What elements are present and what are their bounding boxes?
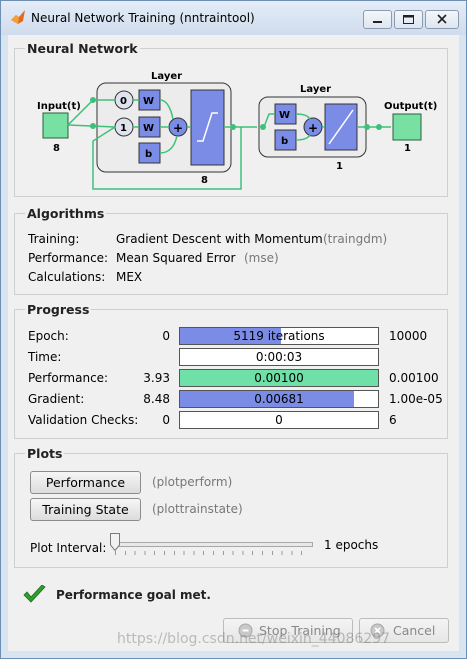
calculations-value: MEX [116,270,143,284]
epoch-start: 0 [162,329,170,343]
purelin-line [328,109,354,145]
hidden-layer-size: 8 [201,175,208,186]
algorithms-title: Algorithms [25,206,107,221]
stop-icon [238,623,253,638]
watermark-text: https://blog.csdn.net/weixin_44086297 [117,631,391,647]
training-state-plot-function: (plottrainstate) [152,502,243,516]
performance-plot-function: (plotperform) [152,475,233,489]
performance-bar: 0.00100 [179,369,379,387]
gradient-bar: 0.00681 [179,390,379,408]
window-title: Neural Network Training (nntraintool) [31,11,255,25]
input-block [42,112,69,139]
progress-title: Progress [25,302,92,317]
time-bar: 0:00:03 [179,348,379,366]
gradient-end: 1.00e-05 [389,392,443,406]
performance-plot-button[interactable]: Performance [30,471,141,494]
plots-title: Plots [25,446,65,461]
gradient-bar-text: 0.00681 [254,392,304,406]
training-value: Gradient Descent with Momentum [116,232,323,246]
input-size: 8 [53,143,60,154]
cancel-label: Cancel [393,623,436,638]
epoch-bar-text: 5119 iterations [233,329,325,343]
plot-interval-value: 1 epochs [324,538,379,552]
matlab-logo-icon [11,10,25,24]
hidden-bias-label: b [145,149,152,160]
calculations-label: Calculations: [28,270,106,284]
tansig-curve [197,112,218,142]
plot-interval-slider[interactable] [115,542,313,547]
output-block [392,113,422,141]
minimize-button[interactable] [363,10,392,29]
output-weight-label: W [279,110,290,121]
delay-0-label: 0 [120,96,127,107]
delay-1-label: 1 [120,123,127,134]
output-connections [263,113,391,141]
gradient-start: 8.48 [143,392,170,406]
plot-interval-slider-thumb[interactable] [110,533,120,551]
validation-end: 6 [389,413,397,427]
epoch-end: 10000 [389,329,428,343]
stop-training-label: Stop Training [259,623,341,638]
validation-start: 0 [162,413,170,427]
plot-interval-ticks [115,551,311,555]
close-icon [437,14,447,24]
output-layer-size: 1 [336,161,343,172]
training-state-plot-button[interactable]: Training State [30,498,141,521]
time-bar-text: 0:00:03 [255,350,303,364]
validation-bar-text: 0 [275,413,283,427]
close-button[interactable] [425,10,459,29]
performance-progress-label: Performance: [28,371,109,385]
gradient-bar-fill [180,391,355,407]
output-layer-title: Layer [300,84,331,95]
hidden-sum-label: + [173,121,183,135]
validation-bar: 0 [179,411,379,429]
performance-bar-text: 0.00100 [254,371,304,385]
plot-interval-label: Plot Interval: [30,541,107,555]
gradient-label: Gradient: [28,392,85,406]
performance-start: 3.93 [143,371,170,385]
cancel-icon [370,623,385,638]
time-label: Time: [28,350,62,364]
minimize-icon [373,21,382,23]
status-message: Performance goal met. [56,588,211,602]
cancel-button[interactable]: Cancel [359,618,449,643]
training-function: (traingdm) [323,232,388,246]
output-sum-label: + [308,121,318,135]
network-diagram: Input(t) 8 Layer 8 0 1 W W b + [37,71,437,190]
algorithms-group [14,213,448,295]
hidden-weight-2-label: W [143,123,154,134]
performance-end: 0.00100 [389,371,439,385]
output-bias-label: b [281,136,288,147]
maximize-icon [403,15,414,24]
validation-label: Validation Checks: [28,413,139,427]
stop-training-button[interactable]: Stop Training [223,618,353,643]
epoch-label: Epoch: [28,329,69,343]
performance-label: Performance: [28,251,109,265]
performance-bar-fill [180,370,378,386]
title-bar[interactable]: Neural Network Training (nntraintool) [1,1,466,35]
checkmark-icon [23,585,46,603]
neural-network-title: Neural Network [25,41,140,56]
epoch-bar-fill [180,328,282,344]
performance-value: Mean Squared Error [116,251,236,265]
hidden-weight-1-label: W [143,96,154,107]
training-label: Training: [28,232,80,246]
maximize-button[interactable] [394,10,423,29]
epoch-bar: 5119 iterations [179,327,379,345]
output-size: 1 [404,143,411,154]
hidden-layer-title: Layer [151,71,182,82]
performance-function: (mse) [244,251,279,265]
output-label: Output(t) [384,101,437,112]
input-label: Input(t) [37,101,81,112]
